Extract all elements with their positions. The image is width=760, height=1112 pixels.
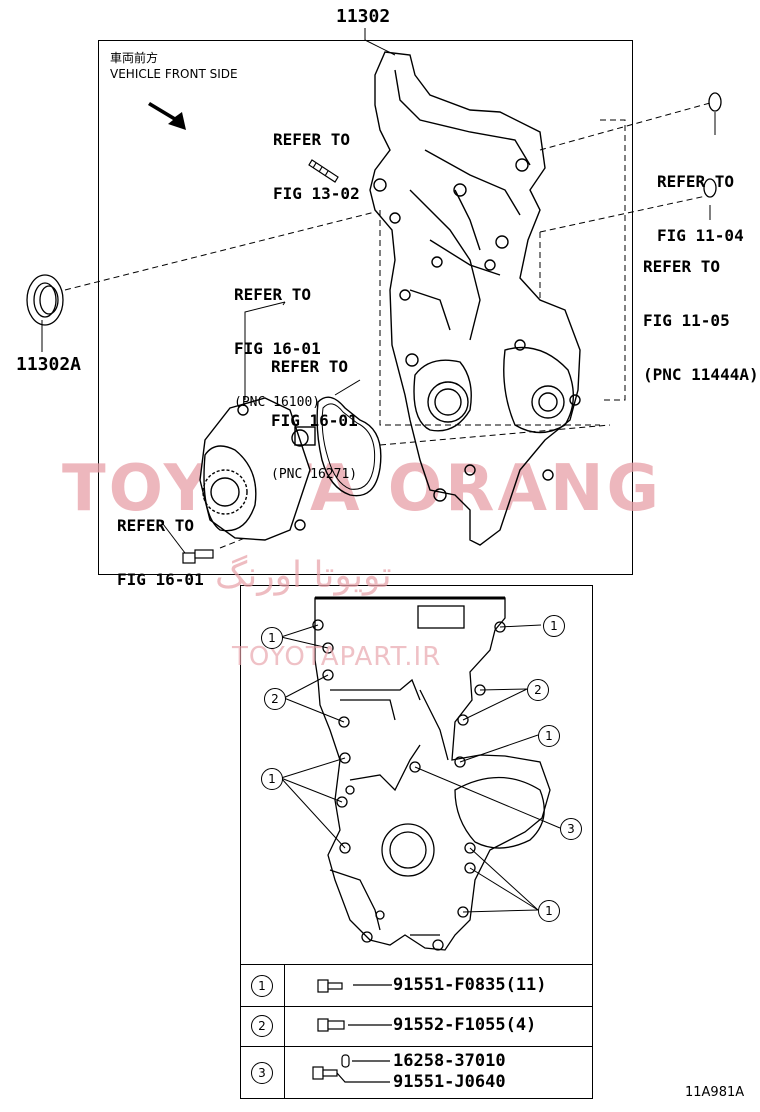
- refer-fig-16-01-pnc16100[interactable]: REFER TO FIG 16-01 (PNC 16100): [234, 250, 321, 430]
- oil-seal-11302A: [26, 274, 64, 326]
- refer-fig-16-01-pnc16271[interactable]: REFER TO FIG 16-01 (PNC 16271): [271, 322, 358, 502]
- table-num-3: 3: [251, 1062, 273, 1084]
- refer-line1: REFER TO: [271, 357, 349, 376]
- refer-line2: FIG 13-02: [273, 184, 360, 203]
- callout-1: 1: [261, 627, 283, 649]
- table-num-2: 2: [251, 1015, 273, 1037]
- refer-fig-11-05[interactable]: REFER TO FIG 11-05 (PNC 11444A): [643, 222, 759, 402]
- watermark-site: TOYOTAPART.IR: [232, 642, 442, 672]
- callout-1: 1: [538, 725, 560, 747]
- refer-fig-16-01-bolt[interactable]: REFER TO FIG 16-01: [117, 481, 204, 607]
- refer-line2: FIG 16-01: [234, 339, 321, 358]
- refer-line3: (PNC 16100): [234, 395, 321, 410]
- callout-2: 2: [527, 679, 549, 701]
- refer-line2: FIG 16-01: [117, 570, 204, 589]
- table-row: [240, 1046, 592, 1099]
- refer-line1: REFER TO: [234, 285, 312, 304]
- figure-code: 11A981A: [685, 1085, 745, 1100]
- watermark-persian: تویوتا اورنگ: [215, 555, 392, 596]
- refer-line1: REFER TO: [657, 172, 735, 191]
- refer-line3: (PNC 16271): [271, 467, 358, 482]
- part-number[interactable]: 16258-37010: [393, 1051, 506, 1071]
- part-number[interactable]: 91552-F1055(4): [393, 1015, 537, 1035]
- water-pump-gasket: [316, 396, 382, 497]
- refer-line2: FIG 16-01: [271, 411, 358, 430]
- timing-chain-cover: [369, 51, 581, 546]
- refer-line3: (PNC 11444A): [643, 365, 759, 384]
- refer-line2: FIG 11-04: [657, 226, 744, 245]
- part-number-11302A: 11302A: [16, 354, 82, 375]
- table-divider: [284, 964, 285, 1099]
- refer-line1: REFER TO: [117, 516, 195, 535]
- refer-fig-11-04[interactable]: REFER TO FIG 11-04: [657, 137, 744, 263]
- callout-1: 1: [543, 615, 565, 637]
- cover-front-view: [312, 596, 551, 951]
- callout-1: 1: [538, 900, 560, 922]
- table-num-1: 1: [251, 975, 273, 997]
- watermark-brand: TOYOTA ORANG: [62, 452, 663, 526]
- table-row: [240, 964, 592, 1006]
- table-row: [240, 1006, 592, 1046]
- lower-diagram-frame: [240, 585, 593, 1099]
- refer-line2: FIG 11-05: [643, 311, 730, 330]
- refer-fig-13-02[interactable]: REFER TO FIG 13-02: [273, 95, 360, 221]
- callout-3: 3: [560, 818, 582, 840]
- water-pump: [199, 397, 316, 541]
- part-number[interactable]: 91551-F0835(11): [393, 975, 547, 995]
- part-number-11302: 11302: [336, 6, 391, 27]
- refer-line1: REFER TO: [643, 257, 721, 276]
- refer-line1: REFER TO: [273, 130, 351, 149]
- vehicle-front-en: VEHICLE FRONT SIDE: [110, 67, 238, 81]
- vehicle-front-jp: 車両前方: [110, 51, 159, 65]
- callout-2: 2: [264, 688, 286, 710]
- vehicle-front-arrow: [148, 102, 186, 130]
- part-number[interactable]: 91551-J0640: [393, 1072, 506, 1092]
- callout-1: 1: [261, 768, 283, 790]
